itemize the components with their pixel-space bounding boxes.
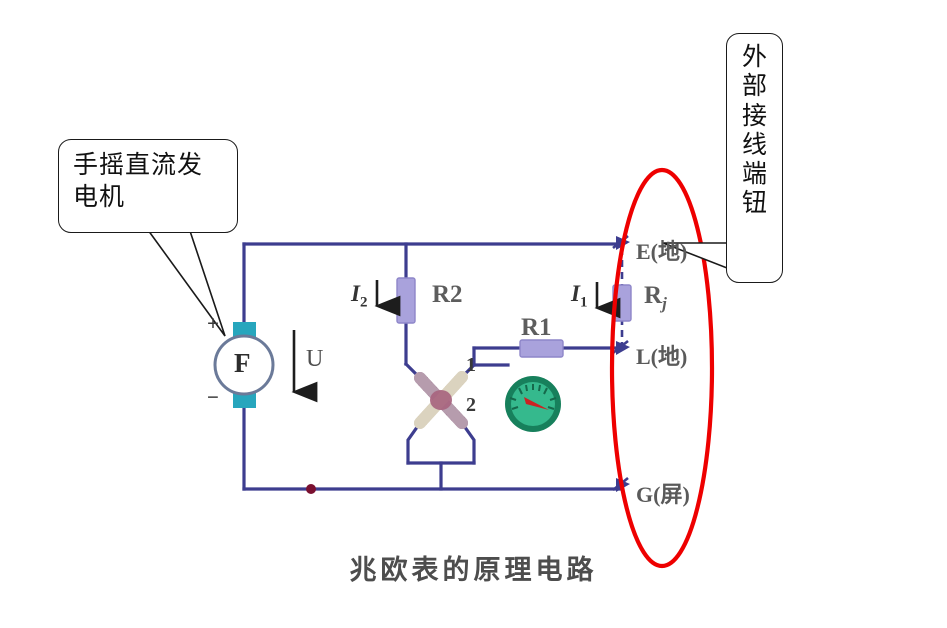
figure-caption: 兆欧表的原理电路 [349,555,598,586]
callout-char: 部 [741,71,767,101]
callout-char: 钮 [741,188,767,218]
wire-coil-lead-lr [459,420,476,465]
current-label-I1: I1 [571,281,588,311]
generator-terminal-top [233,322,256,338]
crossed-coil-symbol [414,371,468,429]
generator-terminal-bottom [233,392,256,408]
generator-minus-sign: − [207,385,219,409]
resistor-label-R2: R2 [432,281,463,308]
callout-terminals: 外 部 接 线 端 钮 [726,33,783,283]
current-arrows [291,280,621,403]
callout-char: 端 [741,159,767,188]
coil-winding-label-2: 2 [466,394,476,416]
meter-ticks [509,384,557,410]
callout-tails [146,229,728,337]
terminal-label-E: E(地) [636,239,688,264]
generator-plus-sign: + [207,311,219,335]
callout-char: 外 [741,42,767,71]
callout-char: 接 [741,100,767,130]
terminal-marker-L [612,339,630,355]
meter-needle [524,397,549,410]
resistor-label-R1: R1 [521,314,552,341]
generator-circle [213,334,275,396]
terminal-label-L: L(地) [636,344,688,369]
terminals-highlight-ellipse [609,167,715,569]
wire-coil-lead-ll [406,420,423,465]
current-label-I2: I2 [351,281,368,311]
generator-symbol [213,322,275,408]
junction-dot [306,484,316,494]
resistor-R1-body [519,339,564,358]
meter-gauge [505,376,561,432]
callout-char: 线 [741,129,767,159]
coil-winding-label-1: 1 [466,354,476,376]
terminal-label-G: G(屏) [636,482,690,507]
generator-label-F: F [234,348,251,378]
voltage-label-U: U [306,346,324,372]
resistor-label-Rj: Rj [644,282,667,313]
callout-generator: 手摇直流发电机 [58,139,238,233]
resistor-R2-body [396,277,416,324]
